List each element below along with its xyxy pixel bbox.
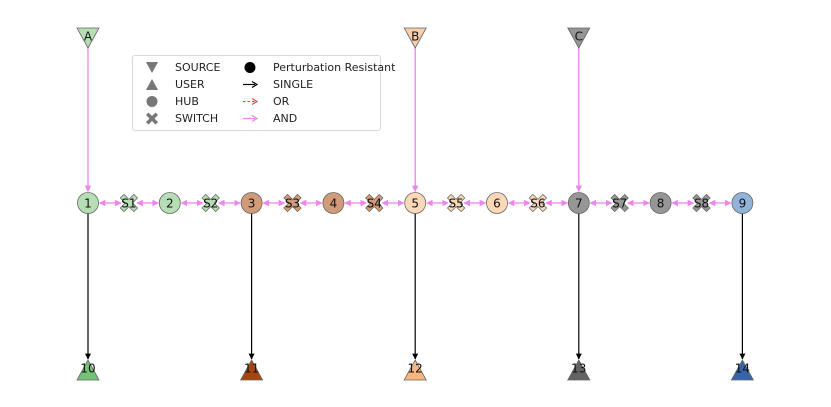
source-label-C: C — [575, 29, 583, 43]
switch-node-S3 — [283, 193, 302, 213]
legend-item-and: AND — [239, 110, 297, 127]
legend-label-source: SOURCE — [175, 61, 221, 74]
legend-label-user: USER — [175, 78, 205, 91]
legend-label-hub: HUB — [175, 95, 199, 108]
switch-node-S5 — [446, 193, 466, 213]
user-node-14 — [730, 359, 755, 381]
hub-node-4 — [322, 192, 345, 214]
legend-item-source: SOURCE — [141, 59, 220, 76]
edges-layer — [84, 44, 746, 360]
legend: SOURCE USER HUB SWITCH Perturbation Resi… — [132, 55, 395, 131]
node-label-9: 9 — [739, 196, 747, 210]
resistant-circle-icon — [239, 59, 261, 76]
and-arrow-icon — [239, 110, 261, 127]
hub-circle-icon — [141, 93, 163, 110]
user-node-11 — [239, 359, 264, 381]
source-label-A: A — [84, 29, 93, 43]
node-label-3: 3 — [248, 196, 256, 210]
switch-node-S8 — [692, 193, 711, 213]
user-node-10 — [76, 359, 100, 381]
hub-node-7 — [567, 192, 590, 214]
source-triangle-icon — [141, 59, 163, 76]
node-label-S1: S1 — [121, 196, 136, 210]
node-label-2: 2 — [166, 196, 174, 210]
node-label-5: 5 — [411, 196, 419, 210]
source-node-B — [403, 27, 427, 49]
switch-node-S2 — [201, 193, 220, 213]
switch-node-S7 — [610, 193, 629, 213]
node-label-S7: S7 — [612, 196, 627, 210]
legend-item-resistant: Perturbation Resistant — [239, 59, 395, 76]
legend-item-user: USER — [141, 76, 205, 93]
legend-item-hub: HUB — [141, 93, 199, 110]
node-label-S4: S4 — [367, 196, 382, 210]
node-label-S2: S2 — [203, 196, 218, 210]
user-label-14: 14 — [735, 361, 750, 375]
or-dashed-arrow-icon — [239, 93, 261, 110]
source-node-C — [567, 27, 591, 49]
node-label-S3: S3 — [285, 196, 300, 210]
legend-item-switch: SWITCH — [141, 110, 218, 127]
legend-label-and: AND — [273, 112, 298, 125]
source-node-A — [76, 27, 100, 49]
legend-label-single: SINGLE — [273, 78, 314, 91]
node-label-8: 8 — [657, 196, 665, 210]
switch-node-S1 — [119, 193, 139, 213]
node-label-S6: S6 — [530, 196, 545, 210]
hub-node-3 — [240, 192, 263, 214]
user-label-13: 13 — [571, 361, 586, 375]
legend-label-switch: SWITCH — [175, 112, 219, 125]
node-label-S5: S5 — [448, 196, 463, 210]
user-label-12: 12 — [408, 361, 423, 375]
hub-node-1 — [77, 192, 99, 214]
node-label-6: 6 — [493, 196, 501, 210]
user-label-11: 11 — [244, 361, 259, 375]
user-label-10: 10 — [80, 361, 95, 375]
hub-node-6 — [486, 192, 508, 214]
node-label-S8: S8 — [694, 196, 709, 210]
nodes-layer: A B C 1 S1 2 S2 3 S3 4 S4 5 S5 6 S6 7 S7 8 S8 9 10 11 12 13 14 — [76, 27, 755, 381]
source-label-B: B — [411, 29, 419, 43]
switch-node-S4 — [365, 193, 384, 213]
node-label-7: 7 — [575, 196, 583, 210]
user-node-13 — [567, 359, 591, 381]
hub-node-8 — [649, 192, 672, 214]
legend-item-single: SINGLE — [239, 76, 313, 93]
node-label-1: 1 — [84, 196, 92, 210]
switch-node-S6 — [528, 193, 548, 213]
legend-label-or: OR — [273, 95, 290, 108]
hub-node-2 — [158, 192, 181, 214]
user-triangle-icon — [141, 76, 163, 93]
node-label-4: 4 — [330, 196, 338, 210]
single-arrow-icon — [239, 76, 261, 93]
user-node-12 — [403, 359, 427, 381]
hub-node-5 — [404, 192, 427, 214]
legend-item-or: OR — [239, 93, 289, 110]
legend-label-resistant: Perturbation Resistant — [273, 61, 396, 74]
hub-node-9 — [731, 192, 754, 214]
switch-cross-icon — [141, 110, 163, 127]
